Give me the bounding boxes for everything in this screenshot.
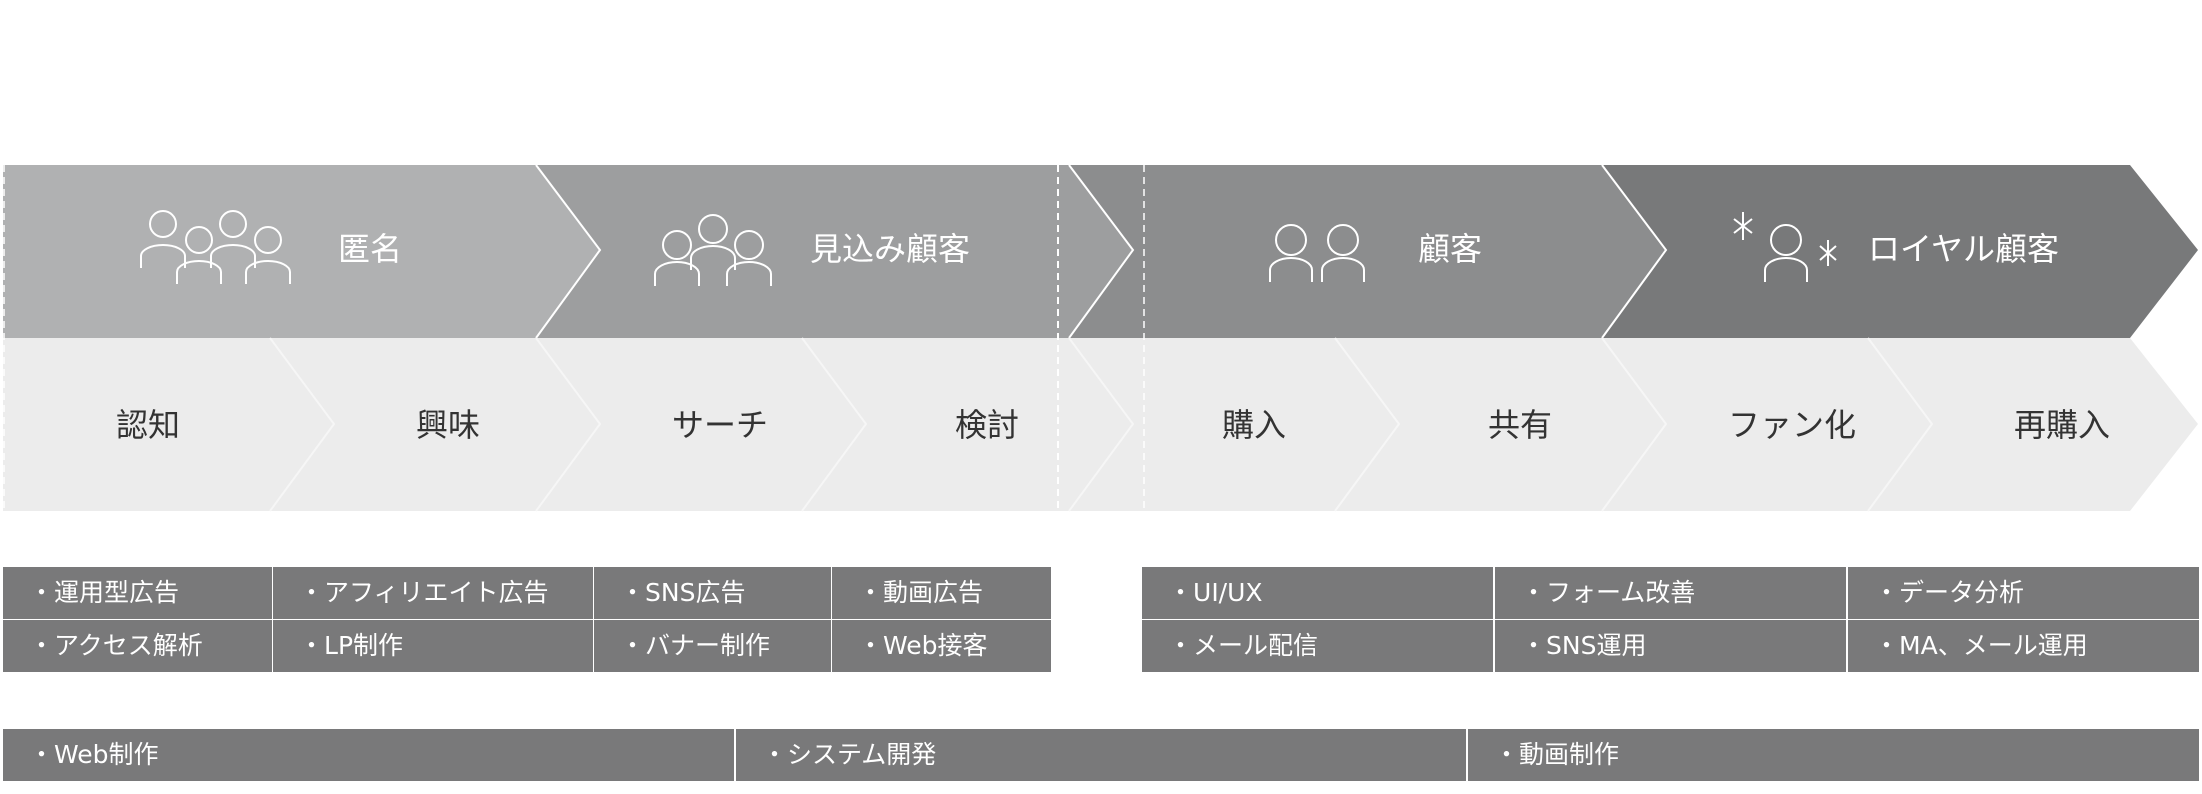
measure-cell: 動画広告 bbox=[832, 567, 1051, 619]
step-label: サーチ bbox=[672, 406, 768, 444]
stage-label-customer: 顧客 bbox=[1418, 230, 1482, 268]
step-label: ファン化 bbox=[1728, 406, 1856, 444]
stage-label-loyal-customer: ロイヤル顧客 bbox=[1868, 230, 2059, 268]
measure-cell: アクセス解析 bbox=[3, 620, 272, 672]
step-label: 共有 bbox=[1488, 406, 1552, 444]
measure-cell: アフィリエイト広告 bbox=[273, 567, 593, 619]
service-cell: Web制作 bbox=[3, 729, 734, 781]
step-divider-chevron bbox=[535, 337, 602, 512]
measure-cell: バナー制作 bbox=[594, 620, 831, 672]
step-divider-chevron bbox=[1068, 337, 1135, 512]
step-label: 認知 bbox=[116, 406, 180, 444]
measure-cell: フォーム改善 bbox=[1495, 567, 1846, 619]
stage-divider-line bbox=[1068, 164, 1135, 339]
measure-cell: SNS運用 bbox=[1495, 620, 1846, 672]
step-dividers bbox=[269, 337, 1934, 512]
person-with-sparkles-icon bbox=[1733, 212, 1837, 282]
step-label: 購入 bbox=[1222, 406, 1286, 444]
group-of-three-people-icon bbox=[654, 214, 772, 286]
measure-cell: 運用型広告 bbox=[3, 567, 272, 619]
two-people-icon bbox=[1269, 224, 1365, 282]
measure-cell: メール配信 bbox=[1142, 620, 1493, 672]
step-divider-chevron bbox=[1601, 337, 1668, 512]
stage-prospect-chevron bbox=[536, 165, 1133, 338]
stage-band bbox=[3, 164, 2198, 339]
stage-anonymous-chevron bbox=[3, 165, 600, 338]
step-divider-chevron bbox=[1867, 337, 1934, 512]
measure-cell: SNS広告 bbox=[594, 567, 831, 619]
step-divider-chevron bbox=[1334, 337, 1401, 512]
stage-customer-chevron bbox=[1069, 165, 1666, 338]
measure-cell: Web接客 bbox=[832, 620, 1051, 672]
group-of-four-people-icon bbox=[140, 210, 291, 284]
measure-cell: データ分析 bbox=[1848, 567, 2199, 619]
stage-label-prospect: 見込み顧客 bbox=[810, 230, 970, 268]
step-label: 検討 bbox=[955, 406, 1019, 444]
step-divider-chevron bbox=[269, 337, 336, 512]
stage-divider-line bbox=[1601, 164, 1668, 339]
stage-label-anonymous: 匿名 bbox=[338, 230, 402, 268]
step-label: 興味 bbox=[416, 406, 480, 444]
step-labels: 認知 興味 サーチ 検討 購入 共有 ファン化 再購入 bbox=[116, 406, 2110, 444]
step-divider-chevron bbox=[801, 337, 868, 512]
step-label: 再購入 bbox=[2014, 406, 2110, 444]
stage-divider-line bbox=[535, 164, 602, 339]
step-band bbox=[3, 337, 2198, 512]
stage-loyal-customer-chevron bbox=[1602, 165, 2198, 338]
service-cell: 動画制作 bbox=[1468, 729, 2199, 781]
measure-cell: LP制作 bbox=[273, 620, 593, 672]
service-cell: システム開発 bbox=[736, 729, 1466, 781]
step-band-arrow bbox=[3, 338, 2198, 511]
measure-cell: MA、メール運用 bbox=[1848, 620, 2199, 672]
measure-cell: UI/UX bbox=[1142, 567, 1493, 619]
